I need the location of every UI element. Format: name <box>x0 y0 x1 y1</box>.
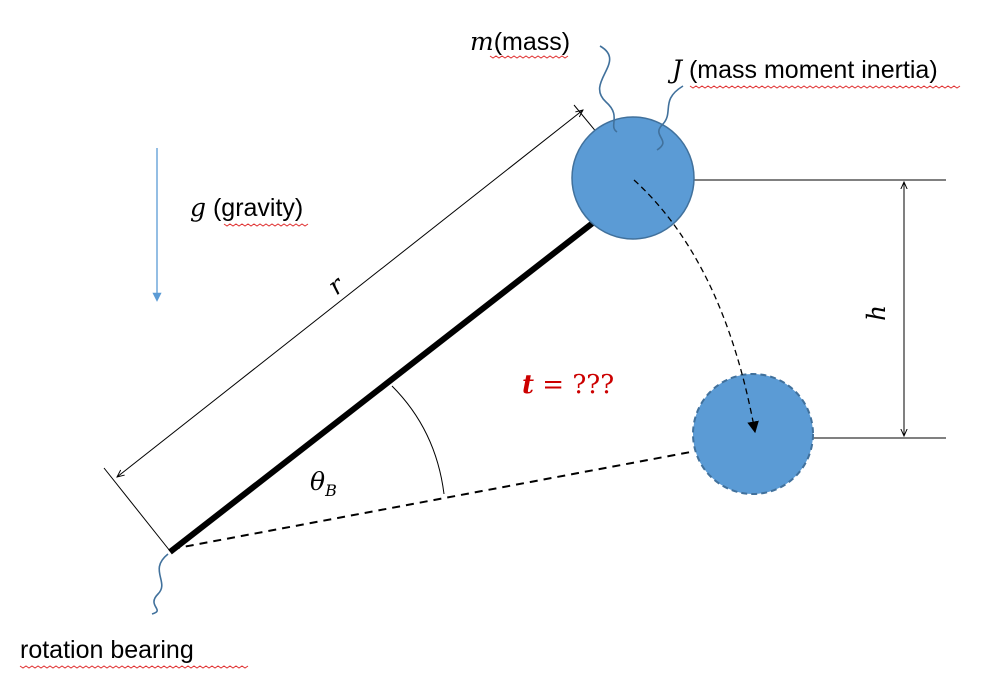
gravity-label-spellcheck <box>223 223 309 227</box>
bearing-label-spellcheck <box>19 665 249 669</box>
inertia-squiggle <box>656 85 684 151</box>
mass-squiggle <box>598 45 618 133</box>
time-label: t = ??? <box>522 370 614 400</box>
bearing-label: rotation bearing <box>20 636 194 664</box>
radius-extension-bottom <box>103 467 171 552</box>
inertia-label-spellcheck <box>689 85 961 89</box>
final-mass <box>692 373 814 495</box>
angle-arc <box>391 385 445 495</box>
bearing-squiggle <box>151 553 169 615</box>
mass-label: m(mass) <box>470 27 570 56</box>
final-position-line <box>171 450 697 550</box>
radius-dimension-arrow <box>117 110 583 477</box>
height-label: h <box>862 305 891 321</box>
pendulum-rod <box>168 219 596 555</box>
initial-mass <box>571 116 695 240</box>
inertia-label: J (mass moment inertia) <box>667 55 938 84</box>
swing-trajectory <box>633 179 759 434</box>
gravity-label: g (gravity) <box>190 193 303 222</box>
mass-label-spellcheck <box>489 55 569 59</box>
angle-label: θB <box>310 467 337 500</box>
